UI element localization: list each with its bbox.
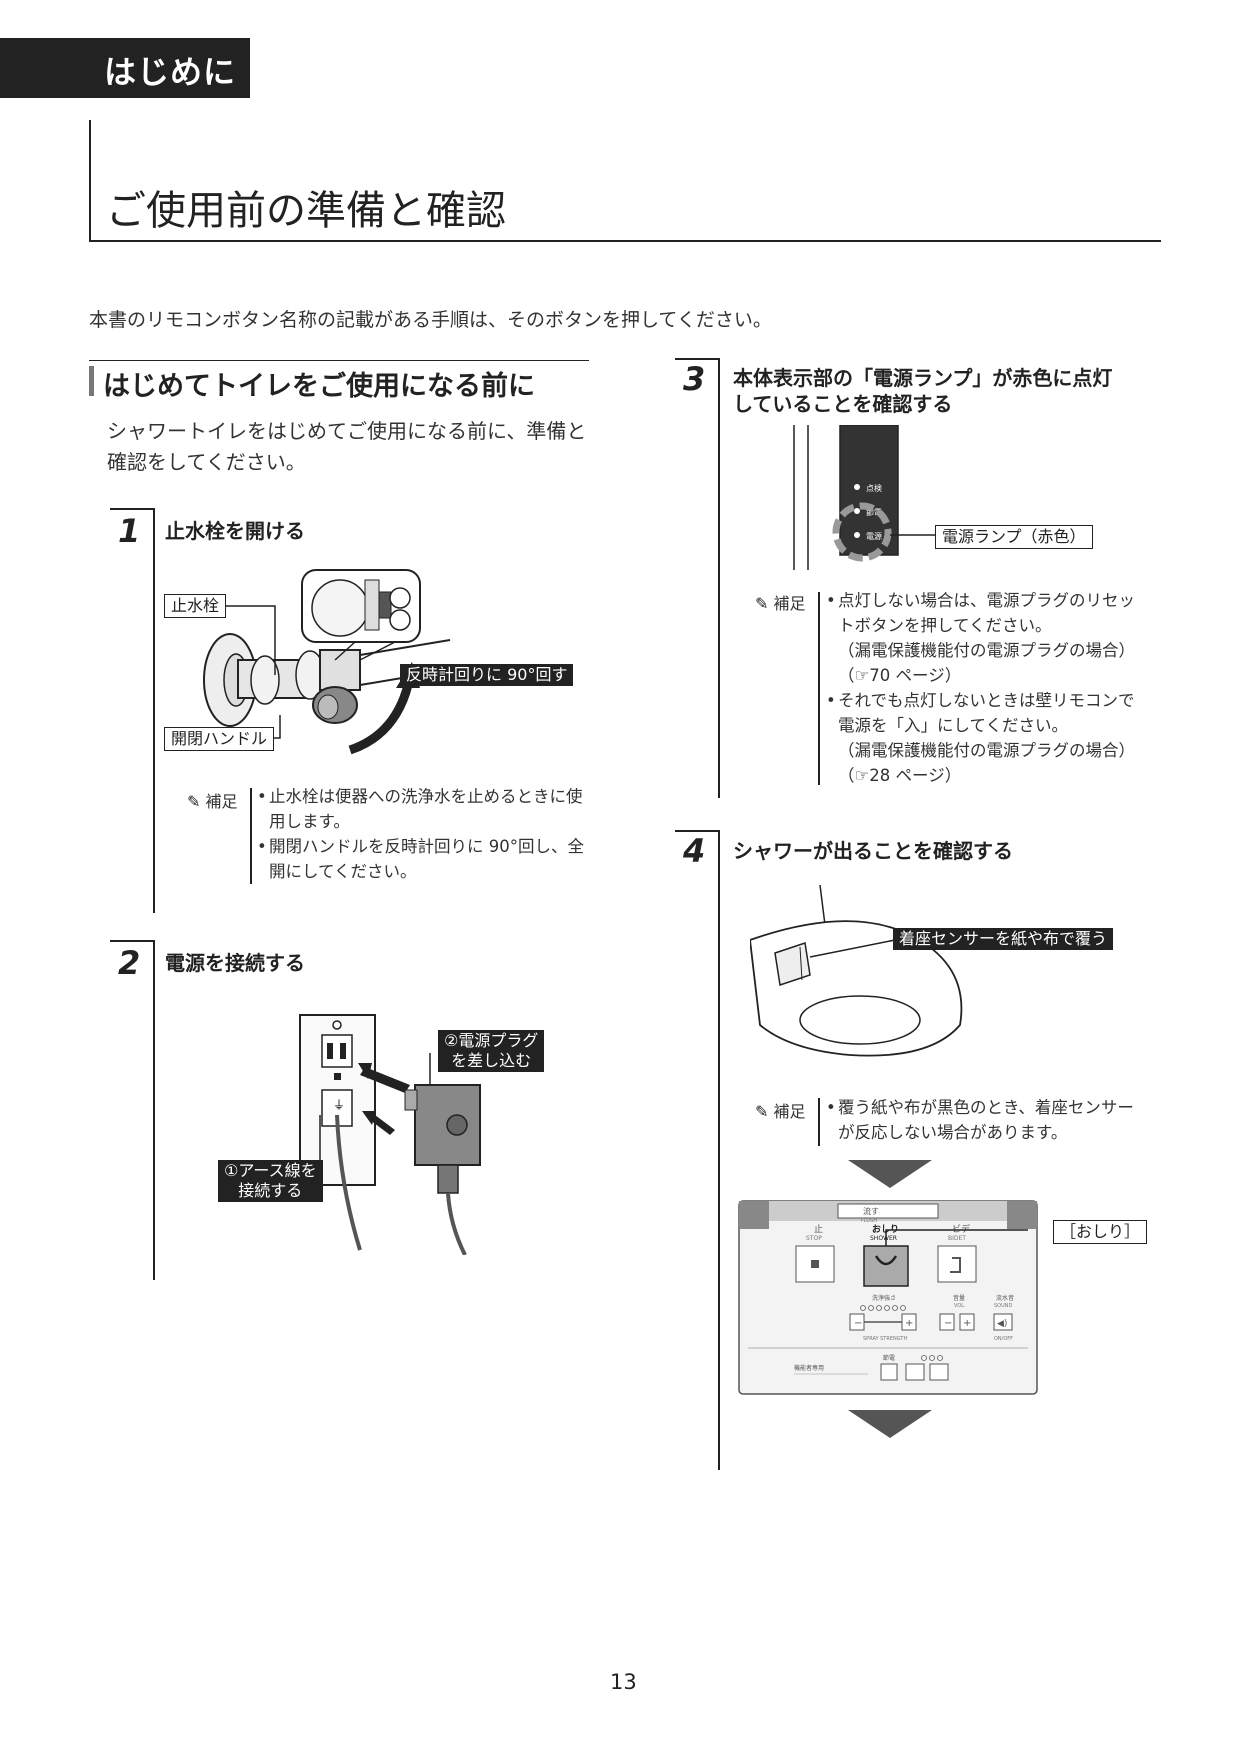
step3-rule	[675, 358, 719, 360]
note-item: 開閉ハンドルを反時計回りに 90°回し、全開にしてください。	[257, 834, 587, 884]
svg-text:−: −	[854, 1318, 862, 1329]
valve-illustration	[203, 569, 451, 755]
step4-number: 4	[683, 832, 706, 870]
svg-text:+: +	[905, 1318, 913, 1329]
note-sub: （☞70 ページ）	[838, 666, 962, 685]
step2-number: 2	[118, 944, 141, 982]
pencil-icon: ✎	[755, 594, 769, 613]
note-label: 補足	[773, 1102, 806, 1121]
step1-number: 1	[118, 512, 141, 550]
step2-vline	[153, 940, 155, 1280]
title-frame	[89, 120, 1161, 242]
callout-handle: 開閉ハンドル	[164, 727, 275, 751]
step1-notes: 止水栓は便器への洗浄水を止めるときに使用します。 開閉ハンドルを反時計回りに 9…	[257, 784, 587, 884]
step4-note-head: ✎ 補足	[755, 1098, 806, 1122]
remote-flush-label: 流す	[863, 1206, 879, 1216]
step3-vline	[718, 358, 720, 798]
page-number: 13	[610, 1670, 637, 1694]
note-item: 止水栓は便器への洗浄水を止めるときに使用します。	[257, 784, 587, 834]
remote-volume-en: VOL.	[954, 1303, 966, 1309]
toilet-seat-illustration	[750, 885, 963, 1057]
note-sub: （漏電保護機能付の電源プラグの場合）	[838, 641, 1135, 660]
subsection-rule	[89, 360, 589, 400]
remote-stop-en: STOP	[806, 1235, 822, 1242]
panel-label-save: 節電	[866, 507, 882, 517]
panel-label-check: 点検	[866, 483, 882, 493]
callout-shower-button: ［おしり］	[1053, 1220, 1148, 1244]
note-sub: （☞28 ページ）	[838, 766, 962, 785]
step3-note-head: ✎ 補足	[755, 590, 806, 614]
remote-strength-label: 洗浄強さ	[872, 1294, 896, 1302]
remote-strength-en: SPRAY STRENGTH	[863, 1336, 907, 1342]
remote-shower-en: SHOWER	[870, 1235, 897, 1242]
remote-volume-label: 音量	[953, 1294, 965, 1302]
callout-earth: ①アース線を 接続する	[218, 1160, 323, 1202]
note-sub: （漏電保護機能付の電源プラグの場合）	[838, 741, 1135, 760]
step2-rule	[110, 940, 154, 942]
remote-bidet-en: BIDET	[948, 1235, 966, 1242]
pencil-icon: ✎	[755, 1102, 769, 1121]
svg-text:◀): ◀)	[997, 1319, 1007, 1329]
step4-notes: 覆う紙や布が黒色のとき、着座センサーが反応しない場合があります。	[826, 1095, 1146, 1145]
page-title: ご使用前の準備と確認	[106, 188, 506, 234]
svg-text:+: +	[963, 1318, 971, 1329]
step2-title: 電源を接続する	[165, 951, 305, 975]
note-bar	[250, 788, 252, 884]
note-item: それでも点灯しないときは壁リモコンで電源を「入」にしてください。	[826, 688, 1146, 738]
callout-power-lamp: 電源ランプ（赤色）	[935, 525, 1093, 549]
remote-sound-en: SOUND	[994, 1303, 1013, 1309]
step3-notes: 点灯しない場合は、電源プラグのリセットボタンを押してください。 （漏電保護機能付…	[826, 588, 1146, 788]
step4-title: シャワーが出ることを確認する	[733, 839, 1013, 863]
step1-rule	[110, 508, 154, 510]
note-bar	[818, 592, 820, 785]
remote-power-label: 節電	[883, 1354, 895, 1362]
callout-valve: 止水栓	[164, 594, 227, 618]
step1-vline	[153, 508, 155, 913]
note-label: 補足	[773, 594, 806, 613]
remote-flush-en: FLUSH	[861, 1218, 877, 1224]
subsection-text: シャワートイレをはじめてご使用になる前に、準備と確認をしてください。	[107, 419, 587, 474]
outlet-illustration: ⏚	[299, 1014, 481, 1255]
down-arrow-icon	[848, 1410, 932, 1438]
callout-plug: ②電源プラグ を差し込む	[438, 1030, 545, 1072]
subsection-marker	[89, 366, 94, 396]
intro-text: 本書のリモコンボタン名称の記載がある手順は、そのボタンを押してください。	[89, 309, 772, 331]
remote-sound-label: 流水音	[996, 1294, 1014, 1302]
remote-stop-label: 止	[814, 1223, 823, 1235]
svg-text:−: −	[944, 1318, 952, 1329]
panel-label-power: 電源	[866, 532, 882, 541]
note-label: 補足	[205, 792, 238, 811]
step3-title: 本体表示部の「電源ランプ」が赤色に点灯 していることを確認する	[733, 366, 1113, 416]
remote-disabled-label: 機能者専用	[794, 1364, 824, 1372]
note-bar	[818, 1098, 820, 1146]
down-arrow-icon	[848, 1160, 932, 1188]
remote-onoff: ON/OFF	[994, 1336, 1013, 1342]
step4-rule	[675, 830, 719, 832]
note-item: 点灯しない場合は、電源プラグのリセットボタンを押してください。	[826, 588, 1146, 638]
callout-rotate: 反時計回りに 90°回す	[400, 664, 574, 686]
power-lamp-illustration: 点検 節電 電源	[793, 425, 935, 570]
subsection-title: はじめてトイレをご使用になる前に	[103, 371, 535, 402]
step3-number: 3	[683, 360, 706, 398]
note-item: 覆う紙や布が黒色のとき、着座センサーが反応しない場合があります。	[826, 1095, 1146, 1145]
remote-bidet-label: ビデ	[952, 1223, 970, 1235]
section-tab: はじめに	[0, 38, 250, 98]
pencil-icon: ✎	[187, 792, 201, 811]
step1-title: 止水栓を開ける	[165, 519, 305, 543]
svg-text:⏚: ⏚	[333, 1098, 345, 1112]
step4-vline	[718, 830, 720, 1470]
step1-note-head: ✎ 補足	[187, 788, 238, 812]
callout-seat-sensor: 着座センサーを紙や布で覆う	[893, 928, 1114, 950]
remote-control-illustration: 流す FLUSH 止 STOP おしり SHOWER ビデ BIDET 洗浄強さ…	[738, 1200, 1038, 1395]
